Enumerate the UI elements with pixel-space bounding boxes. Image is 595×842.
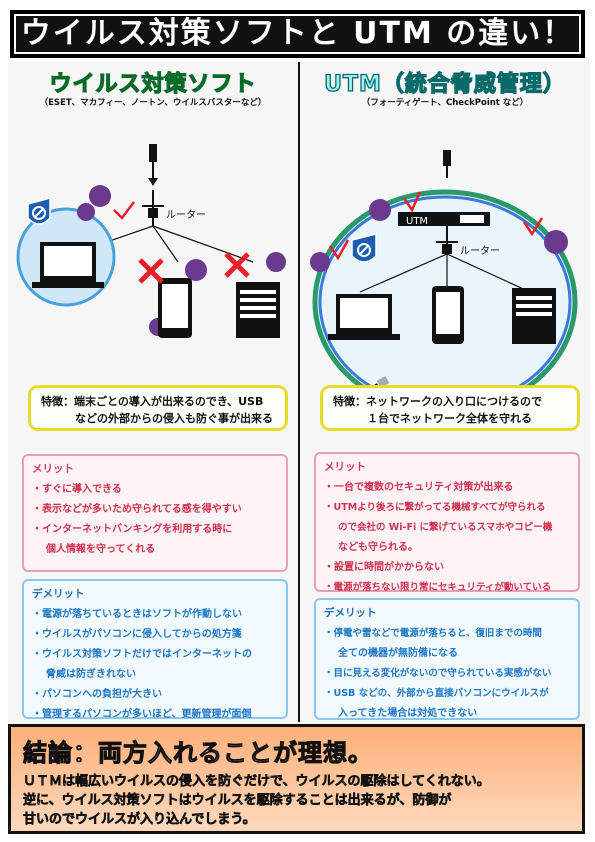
feature-line1: ネットワークの入り口につけるので [366,395,542,408]
cross-icon [138,252,250,284]
demerit-title: デメリット [32,588,85,600]
router-icon [436,226,458,254]
feature-line2: １台でネットワーク全体を守れる [367,412,532,425]
demerit-item: ・電源が落ちているときはソフトが作動しない [32,609,242,620]
feature-label: 特徴： [41,395,74,408]
page-title: ウイルス対策ソフトと UTM の違い！ [16,16,579,52]
check-mark-icon [113,201,135,220]
utm-subtitle: （フォーティゲート、CheckPoint など） [361,98,529,108]
demerit-item: ・目に見える変化がないので守られている実感がない [324,668,552,679]
laptop-icon [16,207,116,307]
merit-title: メリット [324,461,366,473]
antivirus-demerit-box: デメリット ・電源が落ちているときはソフトが作動しない ・ウイルスがパソコンに侵… [22,579,288,720]
conclusion-line: 甘いのでウイルスが入り込んでしまう。 [23,812,256,828]
network-tower-icon [148,144,158,186]
demerit-item: ・ウイルス対策ソフトだけではインターネットの [32,649,252,660]
smartphone-icon [158,278,192,338]
demerit-item: ・停電や雷などで電源が落ちると、復旧までの時間 [324,628,542,639]
copier-icon [512,288,556,344]
antivirus-column: ウイルス対策ソフト （ESET、マカフィー、ノートン、ウイルスバスターなど） ル… [8,62,298,722]
copier-icon [236,282,280,338]
router-icon [142,190,164,226]
merit-item: ・一台で複数のセキュリティ対策が出来る [324,482,514,493]
demerit-item: ・管理するパソコンが多いほど、更新管理が面倒 [32,709,252,720]
conclusion-line: 逆に、ウイルス対策ソフトはウイルスを駆除することは出来るが、防御が [23,793,452,809]
feature-line2: などの外部からの侵入も防ぐ事が出来る [75,412,273,425]
utm-title: UTM（統合脅威管理） [323,71,566,97]
utm-column: UTM（統合脅威管理） （フォーティゲート、CheckPoint など） UTM… [300,62,590,722]
feature-label: 特徴： [333,395,366,408]
antivirus-title: ウイルス対策ソフト [49,71,257,97]
antivirus-diagram: ルーター [16,144,286,338]
demerit-item: ・ウイルスがパソコンに侵入してからの処方箋 [32,629,242,640]
merit-item: ・表示などが多いため守られてる感を得やすい [32,504,242,515]
demerit-item: 脅威は防ぎきれない [46,669,136,680]
utm-feature: 特徴：ネットワークの入り口につけるので １台でネットワーク全体を守れる [320,385,580,431]
network-tower-icon [443,150,451,178]
utm-demerit-box: デメリット ・停電や雷などで電源が落ちると、復旧までの時間 全ての機器が無防備に… [314,598,580,720]
shield-icon [351,233,377,263]
merit-item: ・設置に時間がかからない [324,562,444,573]
merit-item: ので会社の Wi-Fi に繋げているスマホやコピー機 [338,522,553,533]
merit-item: ・電源が落ちない限り常にセキュリティが動いている [324,582,552,593]
utm-device-icon: UTM [398,212,490,227]
utm-merit-box: メリット ・一台で複数のセキュリティ対策が出来る ・UTMより後ろに繋がってる機… [314,452,580,593]
utm-diagram: UTM ルーター [310,150,578,423]
router-label: ルーター [460,245,500,257]
conclusion-box: 結論：両方入れることが理想。 ＵＴＭは幅広いウイルスの侵入を防ぐだけで、ウイルス… [8,724,585,834]
conclusion-body: ＵＴＭは幅広いウイルスの侵入を防ぐだけで、ウイルスの駆除はしてくれない。 逆に、… [23,772,570,829]
laptop-icon [328,294,400,340]
demerit-item: 入ってきた場合は対処できない [338,708,478,719]
smartphone-icon [432,286,464,344]
antivirus-subtitle: （ESET、マカフィー、ノートン、ウイルスバスターなど） [39,98,267,108]
utm-label: UTM [406,216,428,227]
conclusion-title: 結論：両方入れることが理想。 [23,739,373,768]
demerit-item: 全ての機器が無防備になる [338,648,458,659]
merit-item: ・すぐに導入できる [32,484,122,495]
conclusion-line: ＵＴＭは幅広いウイルスの侵入を防ぐだけで、ウイルスの駆除はしてくれない。 [23,774,490,790]
merit-item: 個人情報を守ってくれる [46,544,156,555]
demerit-item: ・USB などの、外部から直接パソコンにウイルスが [324,688,549,699]
antivirus-merit-box: メリット ・すぐに導入できる ・表示などが多いため守られてる感を得やすい ・イン… [22,454,288,572]
router-label: ルーター [166,209,206,221]
header: ウイルス対策ソフトと UTM の違い！ [10,10,585,58]
merit-item: なども守られる。 [338,542,418,553]
demerit-title: デメリット [324,607,377,619]
merit-item: ・UTMより後ろに繋がってる機械すべてが守られる [324,502,546,513]
feature-line1: 端末ごとの導入が出来るのでき、USB [74,395,264,408]
demerit-item: ・パソコンへの負担が大きい [32,689,162,700]
merit-item: ・インターネットバンキングを利用する時に [32,524,233,535]
antivirus-feature: 特徴：端末ごとの導入が出来るのでき、USB などの外部からの侵入も防ぐ事が出来る [28,385,288,431]
arrow-icon [328,191,544,261]
shield-icon [27,197,51,225]
merit-title: メリット [32,463,74,475]
